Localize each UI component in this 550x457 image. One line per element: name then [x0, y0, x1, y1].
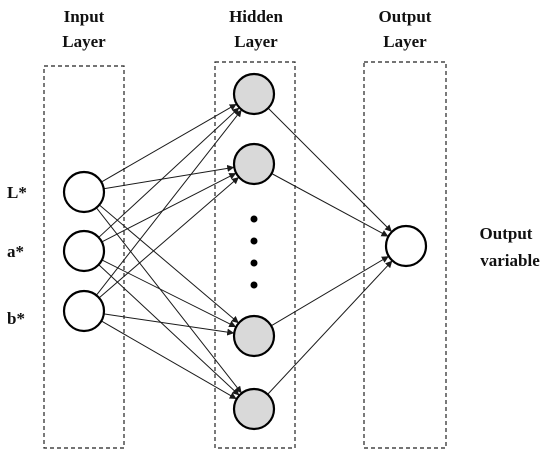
edge-hidden-1-output — [267, 107, 393, 233]
input-layer-title-line2: Layer — [62, 32, 106, 51]
output-layer-title-line2: Layer — [383, 32, 427, 51]
input-label-a: a* — [7, 242, 24, 261]
hidden-node-4 — [232, 387, 276, 431]
edge-hidden-2-output — [271, 173, 389, 237]
hidden-node-3 — [232, 314, 276, 358]
edge-input-1-hidden-2 — [103, 164, 235, 190]
ellipsis-dot-2 — [250, 237, 258, 245]
ellipsis-dot-4 — [250, 281, 258, 289]
edge-input-3-hidden-3 — [103, 313, 235, 336]
connections — [95, 103, 393, 400]
hidden-node-1 — [232, 72, 276, 116]
edge-input-3-hidden-4 — [101, 320, 237, 400]
output-layer-title-line1: Output — [379, 7, 432, 26]
edge-input-2-hidden-4 — [98, 264, 240, 396]
input-node-a — [62, 229, 106, 273]
input-label-b: b* — [7, 309, 25, 328]
input-layer-title-line1: Input — [64, 7, 105, 26]
hidden-node-2 — [232, 142, 276, 186]
input-label-l: L* — [7, 183, 27, 202]
edge-hidden-3-output — [270, 255, 390, 327]
hidden-layer-box — [214, 61, 296, 449]
edge-input-3-hidden-2 — [98, 176, 240, 299]
edge-input-1-hidden-3 — [98, 204, 240, 324]
edge-input-2-hidden-1 — [98, 107, 240, 238]
edge-input-1-hidden-1 — [101, 103, 237, 183]
edge-input-2-hidden-3 — [101, 259, 237, 328]
input-node-b — [62, 289, 106, 333]
hidden-layer-title-line2: Layer — [234, 32, 278, 51]
hidden-layer-title-line1: Hidden — [229, 7, 283, 26]
edge-hidden-4-output — [267, 260, 393, 395]
output-node — [384, 224, 428, 268]
output-layer-box — [363, 61, 447, 449]
edge-input-1-hidden-4 — [95, 207, 243, 394]
ellipsis-dot-1 — [250, 215, 258, 223]
edge-input-3-hidden-1 — [95, 109, 243, 296]
output-variable-label-line1: Output — [480, 224, 533, 243]
edge-input-2-hidden-2 — [101, 172, 237, 243]
output-variable-label-line2: variable — [480, 251, 540, 270]
input-node-l — [62, 170, 106, 214]
ellipsis-dot-3 — [250, 259, 258, 267]
